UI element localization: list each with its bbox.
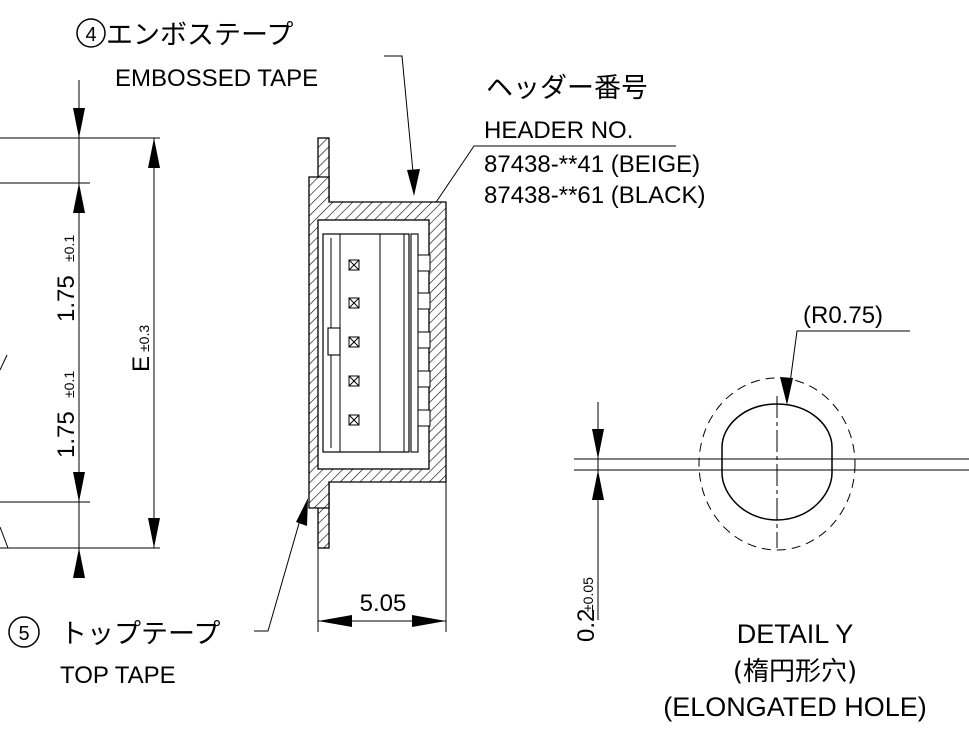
detail-y: 0.2 ±0.05 (R0.75) DETAIL Y (楕円形穴) (ELONG… [573,302,969,722]
pin-contact [348,254,431,272]
e-dimension-label: E [128,356,155,372]
detail-subtitle-en: (ELONGATED HOLE) [663,692,927,722]
arrow-down-icon [780,377,793,405]
arrow-down-icon [592,429,604,459]
arrow-down-icon [73,108,85,138]
offset-tolerance: ±0.05 [580,577,596,612]
pitch-lower-value: 1.75 [53,411,80,458]
depth-value: 5.05 [360,590,407,617]
e-dimension-tolerance: ±0.3 [136,325,152,352]
leader-line [419,145,676,227]
callout-number-circle [76,18,106,48]
arrow-down-icon [407,169,420,196]
radius-leader [787,330,910,399]
callout-number: 4 [85,24,96,46]
pin-contacts [348,254,431,427]
detail-title: DETAIL Y [737,619,854,649]
top-tape-label-en: TOP TAPE [60,662,176,689]
arrow-up-icon [73,183,85,213]
offset-value: 0.2 [573,609,600,642]
arrow-down-icon [148,518,160,548]
header-latch [327,327,341,356]
header-callout: ヘッダー番号 HEADER NO. 87438-**41 (BEIGE) 874… [414,73,705,233]
pin-contact [348,292,431,310]
radius-value: (R0.75) [803,302,883,329]
arrow-down-icon [73,472,85,502]
header-label-jp: ヘッダー番号 [486,73,648,104]
leader-line [254,512,303,632]
embossed-tape-label-jp: エンボステープ [106,20,293,51]
reference-circle [698,377,856,551]
embossed-tape-label-en: EMBOSSED TAPE [115,65,318,92]
pitch-upper-value: 1.75 [53,275,80,322]
arrow-up-icon [73,548,85,578]
elongated-hole [721,403,833,521]
arrow-up-icon [296,498,308,526]
edge-stub [0,354,8,371]
pin-contact [348,409,431,427]
detail-subtitle-jp: (楕円形穴) [733,657,857,687]
depth-dimension: 5.05 [317,482,447,632]
header-part-black: 87438-**61 (BLACK) [484,182,705,209]
arrow-right-icon [412,615,446,627]
callout-number: 5 [18,623,29,645]
pin-contact [348,331,431,349]
pin-contact [348,370,431,388]
arrow-up-icon [592,470,604,500]
leader-line [384,55,414,173]
top-tape-callout: 5 トップテープ TOP TAPE [8,498,308,689]
left-dimension-stack: 1.75 ±0.1 1.75 ±0.1 E ±0.3 [0,80,160,578]
tape-cross-section [308,137,447,549]
callout-number-circle [8,616,40,648]
header-label-en: HEADER NO. [484,117,633,144]
pitch-lower-tolerance: ±0.1 [61,371,77,398]
pitch-upper-tolerance: ±0.1 [61,235,77,262]
header-part-beige: 87438-**41 (BEIGE) [484,151,700,178]
arrow-up-icon [148,138,160,168]
terminal-rail [410,233,419,453]
top-tape-label-jp: トップテープ [60,619,220,650]
arrow-left-icon [318,615,352,627]
header-body [322,233,410,453]
embossed-tape-callout: 4 エンボステープ EMBOSSED TAPE [76,18,420,196]
edge-stub [0,526,9,549]
